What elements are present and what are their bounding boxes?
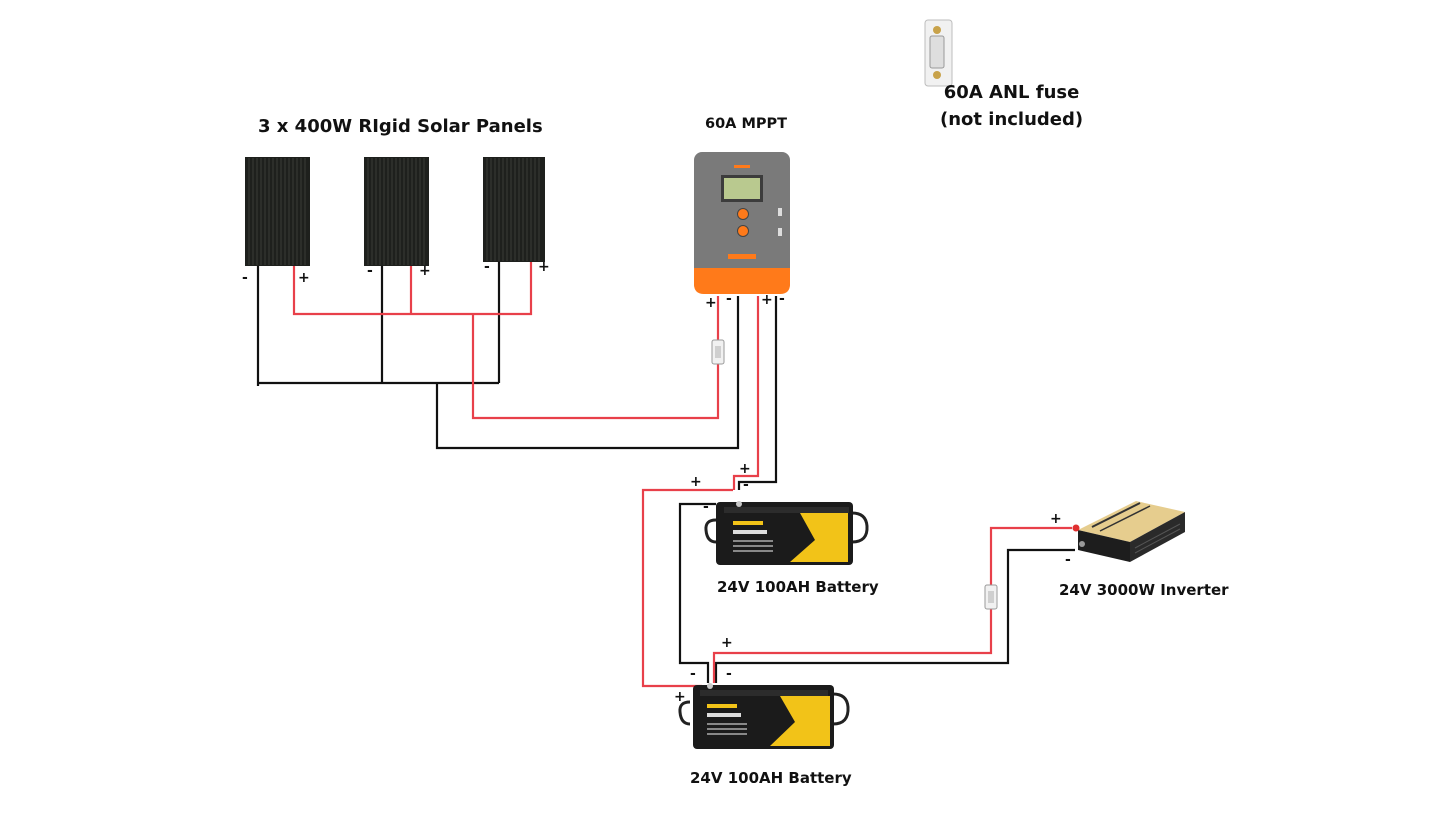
solar-panel-icon (248, 158, 306, 265)
fuse-icon (984, 584, 998, 610)
inverter-label: 24V 3000W Inverter (1059, 581, 1229, 599)
battery-top-label: 24V 100AH Battery (717, 578, 879, 596)
inverter-positive-mark: + (1050, 511, 1062, 527)
panel-2-negative-mark: - (367, 263, 373, 279)
battery-top-link-positive-mark: + (690, 474, 702, 490)
solar-panel-2 (364, 157, 429, 266)
mppt-bat-negative-mark: - (779, 291, 785, 307)
battery-icon (704, 501, 869, 565)
inverter-icon (1072, 501, 1185, 562)
anl-fuse-label-line2: (not included) (940, 109, 1084, 130)
mppt-pv-positive-mark: + (705, 295, 717, 311)
battery-bottom-positive-mark: + (674, 689, 686, 705)
mppt-label: 60A MPPT (705, 116, 788, 132)
inverter-negative-mark: - (1065, 552, 1071, 568)
panel-1-negative-mark: - (242, 270, 248, 286)
panel-2-positive-mark: + (419, 263, 431, 279)
charge-controller-icon (694, 152, 790, 294)
battery-top-negative-mark: - (743, 477, 749, 493)
mppt-pv-negative-mark: - (726, 291, 732, 307)
solar-panel-1 (245, 157, 310, 266)
solar-panel-3 (483, 157, 545, 262)
diagram-title: 3 x 400W RIgid Solar Panels (258, 116, 543, 137)
negative-wires (256, 262, 1075, 683)
anl-fuse-icon (924, 19, 953, 87)
anl-fuse-label-line1: 60A ANL fuse (943, 82, 1080, 103)
solar-panel-icon (486, 158, 540, 261)
anl-fuse-label: 60A ANL fuse (not included) (940, 79, 1083, 133)
battery-bottom-inverter-positive-mark: + (721, 635, 733, 651)
solar-panel-icon (367, 158, 425, 265)
battery-bottom-inverter-negative-mark: - (726, 666, 732, 682)
battery-bottom-link-negative-mark: - (690, 666, 696, 682)
positive-wires (292, 262, 1072, 688)
battery-icon (678, 683, 850, 749)
panel-3-positive-mark: + (538, 259, 550, 275)
battery-top-link-negative-mark: - (703, 499, 709, 515)
fuse-icon (711, 339, 725, 365)
mppt-bat-positive-mark: + (761, 292, 773, 308)
battery-top (704, 501, 869, 565)
battery-bottom (678, 683, 850, 749)
panel-1-positive-mark: + (298, 270, 310, 286)
battery-top-positive-mark: + (739, 461, 751, 477)
battery-bottom-label: 24V 100AH Battery (690, 769, 852, 787)
panel-3-negative-mark: - (484, 259, 490, 275)
